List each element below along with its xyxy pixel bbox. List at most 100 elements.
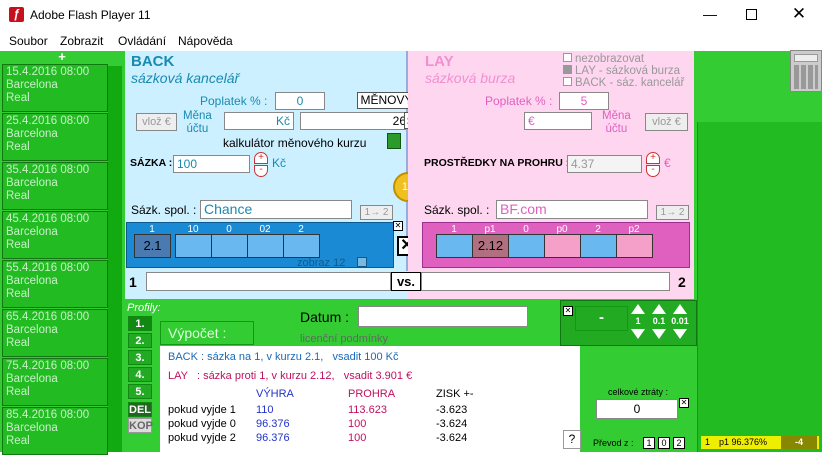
prevod-option[interactable]: 1 <box>643 437 655 449</box>
back-currency-input[interactable]: Kč <box>224 112 294 130</box>
lay-odds-cell[interactable] <box>508 234 545 258</box>
lay-loss-currency: € <box>664 156 671 170</box>
back-odds-cell[interactable] <box>211 234 248 258</box>
result-profit: -3.624 <box>436 418 468 430</box>
back-stake-label: SÁZKA : <box>130 157 173 169</box>
back-company-input[interactable]: Chance <box>200 200 352 219</box>
step-label: 0.1 <box>652 316 666 326</box>
option-back[interactable]: BACK - sáz. kancelář <box>563 77 684 89</box>
maximize-button[interactable] <box>746 9 757 20</box>
lay-odds-header: p2 <box>628 224 640 235</box>
menu-soubor[interactable]: Soubor <box>9 34 48 48</box>
lay-company-label: Sázk. spol. : <box>424 203 490 217</box>
add-event-button[interactable]: + <box>58 49 66 64</box>
profiles-label: Profily: <box>127 302 161 314</box>
datum-input[interactable] <box>358 306 528 327</box>
close-button[interactable]: ✕ <box>791 4 807 23</box>
step-minus-button[interactable]: - <box>575 306 628 331</box>
lay-odds-header: p0 <box>556 224 568 235</box>
option-hide[interactable]: nezobrazovat <box>563 53 684 65</box>
back-odds-header: 2 <box>298 224 304 235</box>
team2-input[interactable] <box>421 272 670 291</box>
back-deposit-button[interactable]: vlož € <box>136 113 177 131</box>
back-stake-up-icon[interactable]: + <box>254 152 268 164</box>
lay-deposit-button[interactable]: vlož € <box>645 113 688 131</box>
lay-currency-input[interactable]: € <box>524 112 592 130</box>
team1-input[interactable] <box>146 272 391 291</box>
result-lay-line: LAY : sázka proti 1, v kurzu 2.12, vsadi… <box>168 370 413 382</box>
calculator-icon[interactable] <box>387 133 401 149</box>
back-odds-cell[interactable] <box>175 234 212 258</box>
back-odds-header: 0 <box>226 224 232 235</box>
status-bar: 1 p1 96.376% -4 <box>701 436 819 449</box>
option-lay[interactable]: LAY - sázková burza <box>563 65 684 77</box>
back-rate-input[interactable]: 26 <box>300 112 410 130</box>
profile-button[interactable]: 5. <box>128 384 152 399</box>
lay-odds-cell[interactable] <box>616 234 653 258</box>
prevod-option[interactable]: 2 <box>673 437 685 449</box>
result-loss: 100 <box>348 432 367 444</box>
calculate-button[interactable]: Výpočet : <box>160 321 254 345</box>
help-button[interactable]: ? <box>563 430 581 449</box>
step-down-icon[interactable] <box>631 329 645 339</box>
back-odds-cell[interactable] <box>283 234 320 258</box>
profile-button[interactable]: 1. <box>128 316 152 331</box>
lay-swap-button[interactable]: 1→ 2 <box>656 205 689 220</box>
step-down-icon[interactable] <box>652 329 666 339</box>
back-title: BACK <box>131 53 175 70</box>
profile-button[interactable]: 3. <box>128 350 152 365</box>
menu-ovladani[interactable]: Ovládání <box>118 34 167 48</box>
back-odds-cell[interactable] <box>247 234 284 258</box>
lay-fee-input[interactable]: 5 <box>559 92 609 110</box>
lay-odds-cell[interactable] <box>544 234 581 258</box>
back-stake-input[interactable]: 100 <box>173 155 250 173</box>
event-list-scrollbar[interactable] <box>108 66 122 452</box>
lay-odds-cell[interactable] <box>580 234 617 258</box>
col-profit: ZISK +- <box>436 388 474 400</box>
back-odds-close-icon[interactable]: ✕ <box>393 221 403 231</box>
step-up-icon[interactable] <box>652 304 666 314</box>
lay-odds-cell[interactable] <box>436 234 473 258</box>
result-loss: 100 <box>348 418 367 430</box>
prevod-label: Převod z : <box>593 438 634 448</box>
back-odds-header: 10 <box>187 224 199 235</box>
menu-napoveda[interactable]: Nápověda <box>178 34 233 48</box>
back-stake-currency: Kč <box>272 156 287 170</box>
license-link[interactable]: licenční podmínky <box>300 333 389 345</box>
step-down-icon[interactable] <box>673 329 687 339</box>
back-zobraz-checkbox[interactable] <box>357 257 367 267</box>
profile-button[interactable]: 2. <box>128 333 152 348</box>
step-close-icon[interactable]: ✕ <box>563 306 573 316</box>
profile-button[interactable]: 4. <box>128 367 152 382</box>
back-stake-down-icon[interactable]: - <box>254 165 268 177</box>
back-odds-cell[interactable]: 2.1 <box>134 234 171 258</box>
prevod-option[interactable]: 0 <box>658 437 670 449</box>
calculator-big-icon[interactable] <box>790 50 822 92</box>
step-up-icon[interactable] <box>673 304 687 314</box>
lay-loss-up-icon[interactable]: + <box>646 152 660 164</box>
total-close-icon[interactable]: ✕ <box>679 398 689 408</box>
status-a: 1 <box>705 437 711 447</box>
col-loss: PROHRA <box>348 388 396 400</box>
back-swap-button[interactable]: 1→ 2 <box>360 205 393 220</box>
lay-options: nezobrazovat LAY - sázková burza BACK - … <box>563 53 684 89</box>
menu-bar: Soubor Zobrazit Ovládání Nápověda <box>0 31 822 51</box>
lay-loss-down-icon[interactable]: - <box>646 165 660 177</box>
step-up-icon[interactable] <box>631 304 645 314</box>
menu-zobrazit[interactable]: Zobrazit <box>60 34 104 48</box>
lay-odds-cell[interactable]: 2.12 <box>472 234 509 258</box>
profile-kop-button[interactable]: KOP <box>128 418 153 433</box>
minimize-button[interactable]: — <box>703 6 717 22</box>
lay-company-input[interactable]: BF.com <box>496 200 648 219</box>
lay-odds-header: 0 <box>523 224 529 235</box>
back-fee-input[interactable]: 0 <box>275 92 325 110</box>
profile-del-button[interactable]: DEL <box>128 402 152 417</box>
